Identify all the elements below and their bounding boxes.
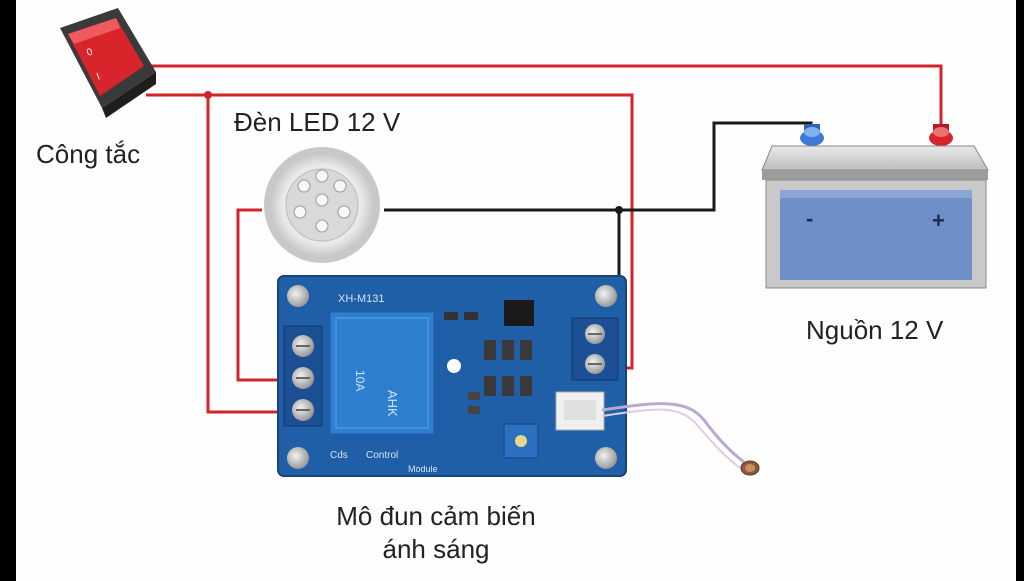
battery — [761, 124, 989, 289]
module-label-line-1: Mô đun cảm biến — [336, 501, 536, 531]
wire-led-to-module — [236, 208, 282, 382]
circuit-diagram: 0 I — [60, 8, 989, 477]
wire-junction-red — [204, 91, 212, 99]
battery-plus-mark: + — [932, 208, 945, 233]
relay-text-1: 10A — [353, 370, 367, 391]
terminal-label-cds: Cds — [330, 450, 348, 461]
light-sensor-module — [277, 275, 627, 477]
svg-text:I: I — [95, 72, 101, 83]
battery-label: Nguồn 12 V — [806, 315, 944, 345]
switch-label: Công tắc — [36, 139, 141, 169]
rocker-switch: 0 I — [60, 8, 156, 118]
photoresistor-cable — [601, 402, 745, 464]
battery-minus-mark: - — [806, 206, 813, 231]
wire-switch-to-battery-positive — [146, 64, 943, 135]
module-bottom-text: Module — [408, 464, 438, 474]
diagram-canvas: 0 I — [16, 0, 1016, 581]
photoresistor-cable-2 — [601, 408, 741, 469]
terminal-label-control: Control — [366, 450, 398, 461]
module-label: Mô đun cảm biến ánh sáng — [286, 500, 586, 565]
svg-text:0: 0 — [85, 46, 94, 58]
led-lamp — [264, 147, 380, 263]
led-label: Đèn LED 12 V — [234, 107, 401, 137]
module-label-line-2: ánh sáng — [382, 533, 490, 564]
wire-led-to-battery-negative — [384, 121, 813, 212]
photoresistor — [740, 460, 760, 476]
module-model-text: XH-M131 — [338, 293, 384, 305]
wire-junction-black — [615, 206, 623, 214]
wire-switch-branch-to-module — [206, 95, 282, 414]
relay-text-2: AHK — [385, 390, 400, 417]
